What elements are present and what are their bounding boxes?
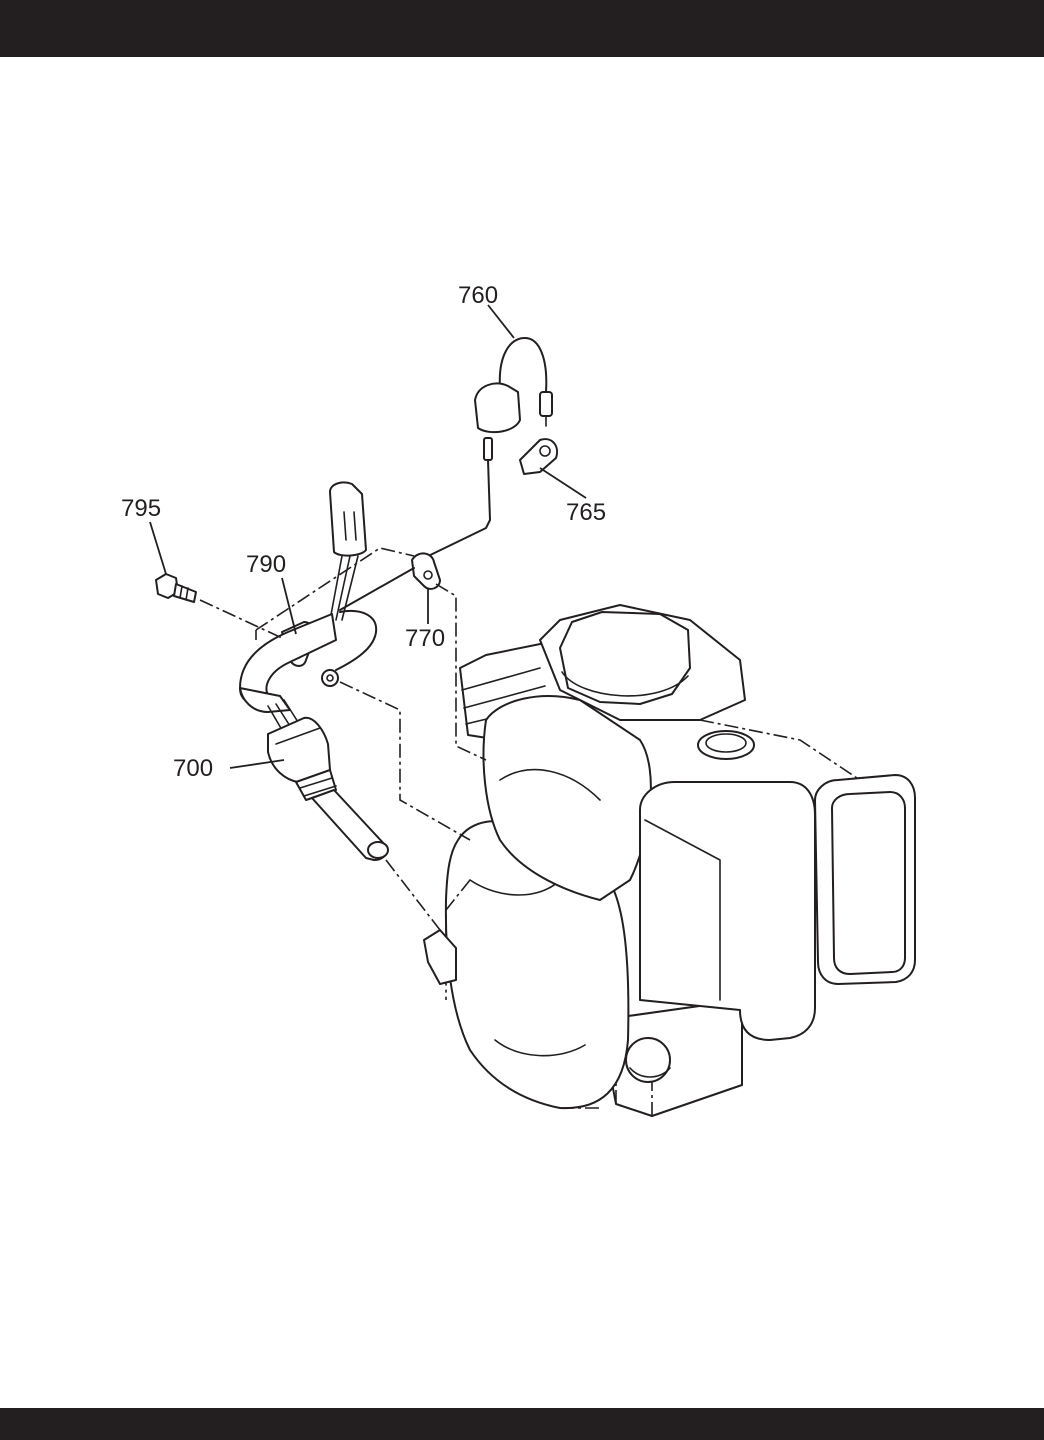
sensor-probe-tip <box>368 842 388 858</box>
leader-790 <box>282 578 296 634</box>
dash-probe-to-engine <box>386 860 448 940</box>
lead-wire-down <box>420 460 490 560</box>
callout-770: 770 <box>405 625 445 652</box>
callout-765: 765 <box>566 499 606 526</box>
leader-760 <box>488 305 514 338</box>
engine-assembly <box>446 605 915 1116</box>
muffler-guard-inner <box>832 792 905 974</box>
leader-765 <box>540 468 586 498</box>
footer-band <box>0 1408 1044 1440</box>
multi-pin-connector <box>330 482 366 555</box>
part-765-clamp <box>520 439 557 474</box>
lead-wire-loop <box>500 338 547 392</box>
callout-700: 700 <box>173 755 213 782</box>
harness-wire-cross <box>340 568 414 610</box>
bolt-shank <box>174 584 196 602</box>
air-cleaner-cover <box>640 782 815 1040</box>
callout-795: 795 <box>121 495 161 522</box>
fuel-cap <box>560 612 690 704</box>
assembly-dash-lines <box>200 548 486 940</box>
clamp-body <box>520 439 557 474</box>
bullet-connector <box>540 392 552 416</box>
drain-plug <box>626 1038 670 1082</box>
callout-760: 760 <box>458 282 498 309</box>
leader-795 <box>150 522 166 574</box>
part-770-clamp <box>412 553 440 588</box>
dash-bolt-to-clamp <box>200 600 282 638</box>
ring-terminal <box>322 670 338 686</box>
connector-boot <box>475 384 520 433</box>
harness-connector-block <box>322 482 414 686</box>
callout-790: 790 <box>246 551 286 578</box>
part-795-bolt <box>156 574 196 602</box>
connector-pin <box>484 438 492 460</box>
